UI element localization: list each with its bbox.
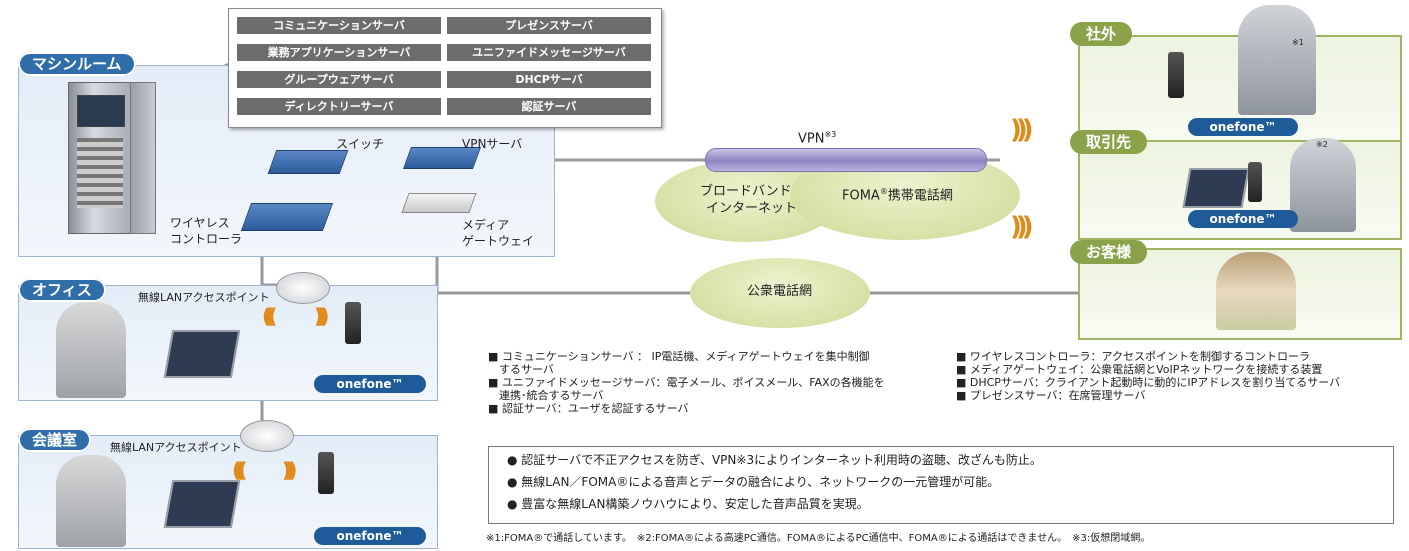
benefits-box: ● 認証サーバで不正アクセスを防ぎ、VPN※3によりインターネット利用時の盗聴、… bbox=[488, 446, 1394, 524]
vpn-server-label: VPNサーバ bbox=[462, 137, 523, 151]
server-business-app: 業務アプリケーションサーバ bbox=[237, 44, 441, 61]
media-gateway-icon bbox=[401, 193, 477, 213]
server-groupware: グループウェアサーバ bbox=[237, 71, 441, 88]
office-wave-icon-right: ))) bbox=[314, 304, 330, 328]
outside-note-mark: ※1 bbox=[1292, 38, 1304, 47]
wireless-controller-label-1: ワイヤレス bbox=[170, 216, 230, 230]
legend-item: ■ ユニファイドメッセージサーバ：電子メール、ボイスメール、FAXの各機能を bbox=[488, 376, 885, 389]
broadband-label-1: ブロードバンド bbox=[700, 184, 792, 199]
outside-onefone-badge: onefone™ bbox=[1188, 118, 1298, 136]
client-laptop-icon bbox=[1182, 168, 1250, 208]
legend-item: ■ プレゼンスサーバ：在席管理サーバ bbox=[956, 389, 1146, 402]
pstn-label: 公衆電話網 bbox=[747, 284, 813, 299]
switch-label: スイッチ bbox=[336, 137, 385, 151]
office-person-icon bbox=[56, 302, 126, 398]
customer-tab: お客様 bbox=[1070, 240, 1148, 264]
legend-item: 連携･統合するサーバ bbox=[488, 389, 604, 402]
wireless-controller-icon bbox=[240, 203, 334, 231]
meeting-wave-icon-left: ((( bbox=[232, 458, 248, 482]
server-presence: プレゼンスサーバ bbox=[447, 17, 651, 34]
meeting-laptop-icon bbox=[163, 480, 241, 528]
office-access-point-label: 無線LANアクセスポイント bbox=[138, 291, 270, 304]
meeting-wave-icon-right: ))) bbox=[282, 458, 298, 482]
foma-network-label: FOMA®携帯電話網 bbox=[842, 187, 953, 204]
benefit-item: ● 認証サーバで不正アクセスを防ぎ、VPN※3によりインターネット利用時の盗聴、… bbox=[507, 453, 1042, 467]
switch-icon bbox=[267, 150, 349, 174]
outside-phone-icon bbox=[1168, 52, 1184, 98]
legend-item: ■ ワイヤレスコントローラ：アクセスポイントを制御するコントローラ bbox=[956, 350, 1311, 363]
broadband-label-2: インターネット bbox=[706, 201, 798, 216]
wireless-wave-icon-lower: ))) bbox=[1010, 212, 1034, 242]
legend-item: ■ DHCPサーバ：クライアント起動時に動的にIPアドレスを割り当てるサーバ bbox=[956, 376, 1341, 389]
benefit-item: ● 無線LAN／FOMA®による音声とデータの融合により、ネットワークの一元管理… bbox=[507, 475, 1000, 489]
legend-left: ■ コミュニケーションサーバ ： IP電話機、メディアゲートウェイを集中制御 す… bbox=[488, 350, 938, 415]
office-access-point-icon bbox=[276, 272, 330, 304]
footnote: ※1:FOMA®で通話しています。 ※2:FOMA®による高速PC通信。FOMA… bbox=[486, 533, 1151, 544]
client-note-mark: ※2 bbox=[1316, 140, 1328, 149]
meeting-phone-icon bbox=[318, 452, 334, 494]
benefit-item: ● 豊富な無線LAN構築ノウハウにより、安定した音声品質を実現。 bbox=[507, 497, 869, 511]
legend-right: ■ ワイヤレスコントローラ：アクセスポイントを制御するコントローラ ■ メディア… bbox=[956, 350, 1402, 402]
vpn-label: VPN※3 bbox=[798, 130, 837, 147]
meeting-room-tab: 会議室 bbox=[18, 428, 92, 452]
customer-person-icon bbox=[1216, 252, 1296, 330]
media-gateway-label-2: ゲートウェイ bbox=[462, 234, 535, 248]
server-tower-side bbox=[130, 82, 156, 234]
outside-tab: 社外 bbox=[1070, 22, 1133, 46]
client-onefone-badge: onefone™ bbox=[1188, 210, 1298, 228]
outside-person-icon bbox=[1238, 5, 1316, 115]
office-phone-icon bbox=[345, 302, 361, 344]
client-person-icon bbox=[1290, 138, 1356, 232]
office-onefone-badge: onefone™ bbox=[314, 375, 426, 393]
server-unified-message: ユニファイドメッセージサーバ bbox=[447, 44, 651, 61]
legend-item: ■ コミュニケーションサーバ ： IP電話機、メディアゲートウェイを集中制御 bbox=[488, 350, 870, 363]
office-wave-icon-left: ((( bbox=[262, 304, 278, 328]
legend-item: ■ 認証サーバ：ユーザを認証するサーバ bbox=[488, 402, 689, 415]
meeting-access-point-icon bbox=[240, 420, 294, 452]
wireless-controller-label-2: コントローラ bbox=[170, 232, 243, 246]
legend-item: ■ メディアゲートウェイ：公衆電話網とVoIPネットワークを接続する装置 bbox=[956, 363, 1323, 376]
meeting-access-point-label: 無線LANアクセスポイント bbox=[110, 441, 242, 454]
machine-room-tab: マシンルーム bbox=[18, 52, 136, 76]
office-tab: オフィス bbox=[18, 278, 106, 302]
server-authentication: 認証サーバ bbox=[447, 98, 651, 115]
server-directory: ディレクトリーサーバ bbox=[237, 98, 441, 115]
server-tower-icon bbox=[68, 82, 132, 234]
legend-item: するサーバ bbox=[488, 363, 554, 376]
meeting-onefone-badge: onefone™ bbox=[314, 527, 426, 545]
office-laptop-icon bbox=[163, 330, 241, 378]
client-tab: 取引先 bbox=[1070, 130, 1148, 154]
pstn-cloud bbox=[690, 258, 870, 328]
server-dhcp: DHCPサーバ bbox=[447, 71, 651, 88]
client-phone-icon bbox=[1248, 162, 1262, 202]
media-gateway-label-1: メディア bbox=[462, 218, 510, 232]
wireless-wave-icon-upper: ))) bbox=[1010, 115, 1034, 145]
server-list-callout: コミュニケーションサーバ プレゼンスサーバ 業務アプリケーションサーバ ユニファ… bbox=[228, 8, 662, 128]
meeting-person-icon bbox=[56, 455, 126, 547]
vpn-tunnel bbox=[705, 148, 987, 172]
server-communication: コミュニケーションサーバ bbox=[237, 17, 441, 34]
